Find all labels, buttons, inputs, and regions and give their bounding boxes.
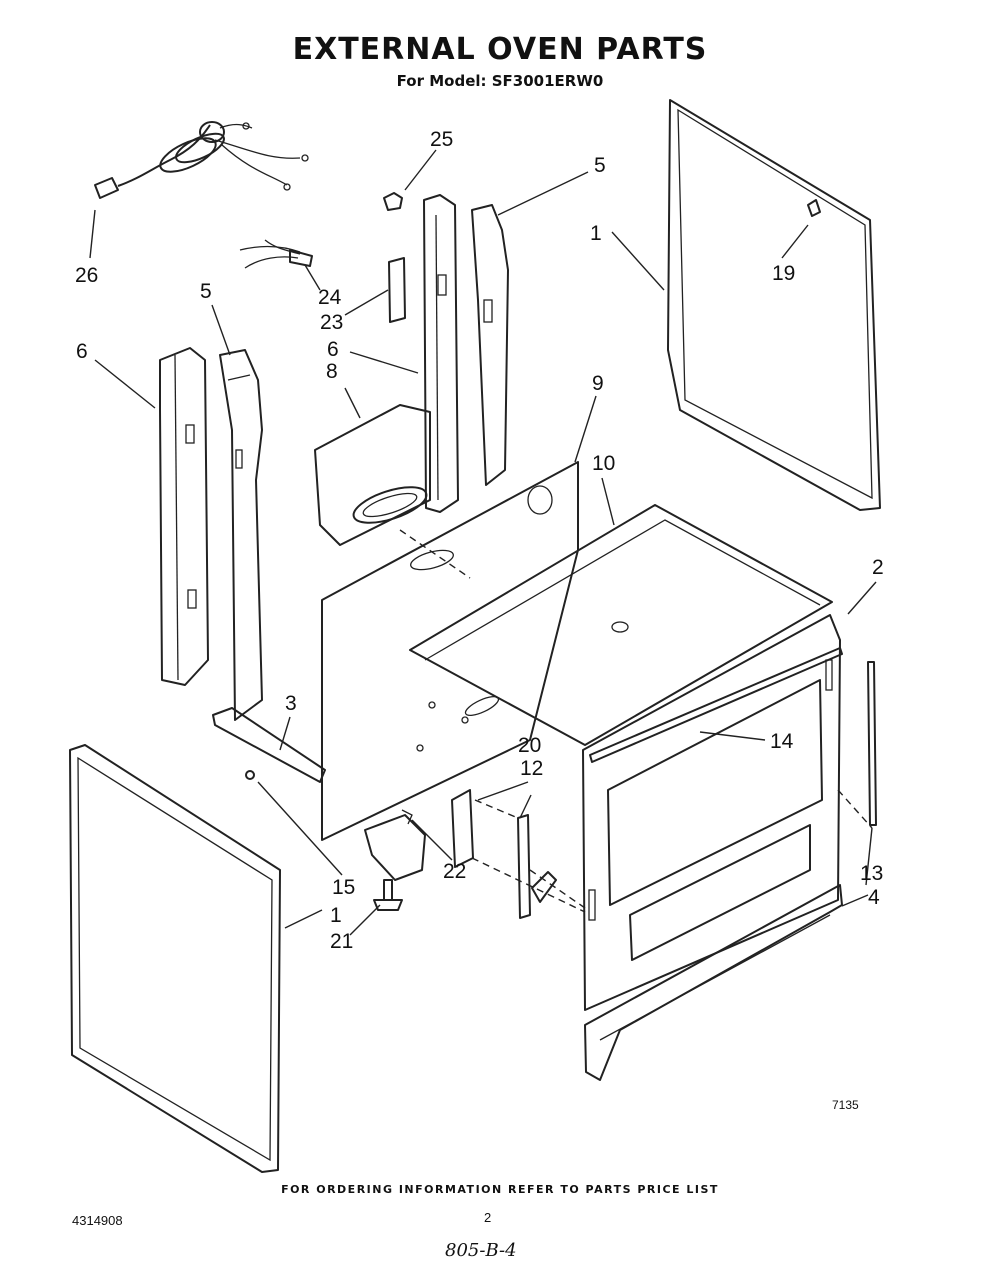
leader-lines — [89, 149, 877, 936]
callout-1-top: 1 — [590, 222, 602, 245]
strip-part-14 — [589, 647, 843, 763]
ordering-note: FOR ORDERING INFORMATION REFER TO PARTS … — [281, 1183, 719, 1196]
latch-bracket-part-20 — [451, 789, 474, 868]
callout-1-bottom: 1 — [330, 904, 342, 927]
leveling-leg-part-21 — [373, 879, 403, 911]
deflector-part-8 — [314, 404, 431, 546]
toe-bracket-part-3 — [212, 707, 326, 783]
kick-panel-part-4 — [584, 884, 843, 1081]
callout-10: 10 — [592, 452, 615, 475]
side-panel-left-part-6 — [159, 347, 209, 686]
latch-assembly-part-12 — [517, 814, 557, 919]
page-title: EXTERNAL OVEN PARTS — [292, 32, 708, 67]
side-panel-left-part-1 — [69, 744, 281, 1173]
document-number: 4314908 — [72, 1213, 123, 1228]
callout-19: 19 — [772, 262, 795, 285]
trim-part-13 — [867, 661, 877, 826]
top-panel-part-10 — [409, 504, 833, 746]
callout-6-left: 6 — [76, 340, 88, 363]
screw-part-15 — [245, 770, 255, 780]
page-number: 2 — [484, 1210, 492, 1225]
callout-22: 22 — [443, 860, 466, 883]
callout-2: 2 — [872, 556, 884, 579]
front-frame-part-2 — [582, 614, 841, 1011]
callout-13: 13 — [860, 862, 883, 885]
callout-15: 15 — [332, 876, 355, 899]
callout-25: 25 — [430, 128, 453, 151]
drawing-number: 7135 — [832, 1098, 859, 1112]
callout-8: 8 — [326, 360, 338, 383]
wire-harness-part-24 — [239, 239, 313, 269]
leveling-bracket-part-22 — [364, 809, 426, 881]
callout-21: 21 — [330, 930, 353, 953]
callout-20: 20 — [518, 734, 541, 757]
model-subtitle: For Model: SF3001ERW0 — [396, 72, 604, 90]
side-panel-right-part-1 — [667, 99, 881, 511]
callout-6-right: 6 — [327, 338, 339, 361]
callout-4: 4 — [868, 886, 880, 909]
callout-3: 3 — [285, 692, 297, 715]
callout-5-right: 5 — [594, 154, 606, 177]
power-cord-part-26 — [94, 121, 309, 199]
handwritten-reference: 805-B-4 — [445, 1240, 517, 1261]
callout-24: 24 — [318, 286, 342, 309]
bracket-part-23 — [388, 257, 406, 323]
callout-9: 9 — [592, 372, 604, 395]
callout-5-left: 5 — [200, 280, 212, 303]
rear-rail-part-5 — [471, 204, 509, 486]
callout-12: 12 — [520, 757, 543, 780]
rear-rail-part-6 — [423, 194, 459, 513]
callout-23: 23 — [320, 311, 343, 334]
callout-26: 26 — [75, 264, 98, 287]
callout-14: 14 — [770, 730, 794, 753]
rear-panel-part-9 — [321, 461, 579, 841]
side-rail-left-part-5 — [219, 349, 263, 721]
knob-part-25 — [383, 192, 403, 211]
